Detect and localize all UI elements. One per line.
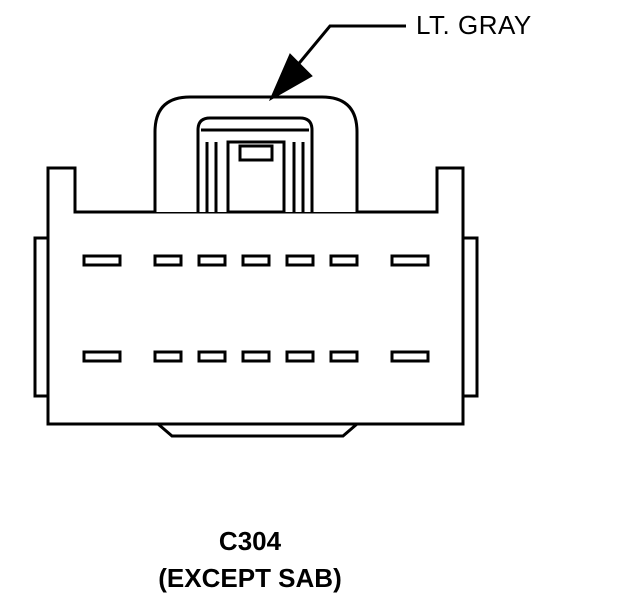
bottom-skirt: [157, 422, 358, 438]
callout-leader: [268, 24, 406, 102]
right-side-ear: [461, 236, 479, 398]
cavity: [390, 350, 430, 363]
cavity: [329, 254, 359, 267]
cavity: [82, 254, 122, 267]
cavity: [197, 254, 227, 267]
cavity: [82, 350, 122, 363]
cavity-row-top: [82, 254, 430, 267]
cavity: [285, 254, 315, 267]
latch-tab: [226, 140, 286, 214]
cavity: [197, 350, 227, 363]
cavity: [241, 350, 271, 363]
cavity: [285, 350, 315, 363]
latch-window: [238, 144, 274, 162]
cavity: [241, 254, 271, 267]
cavity: [390, 254, 430, 267]
connector-body: [46, 166, 465, 426]
callout-arrowhead: [268, 53, 313, 102]
cavity: [153, 350, 183, 363]
connector-id-label: C304: [218, 526, 282, 556]
cavity-row-bottom: [82, 350, 430, 363]
color-callout-label: LT. GRAY: [416, 10, 532, 40]
cavity: [329, 350, 359, 363]
cavity: [153, 254, 183, 267]
connector-variant-label: (EXCEPT SAB): [158, 563, 342, 593]
